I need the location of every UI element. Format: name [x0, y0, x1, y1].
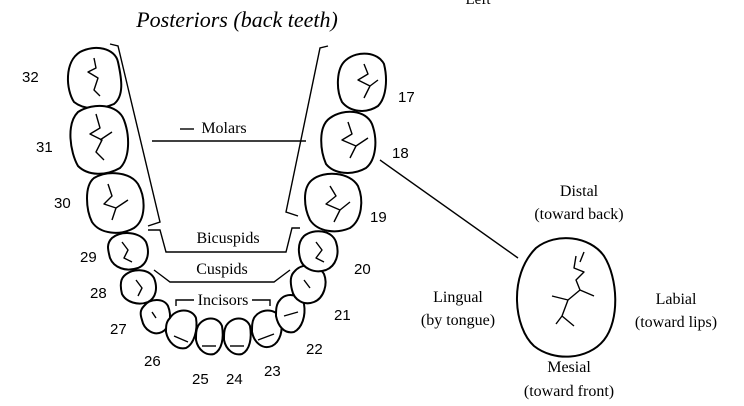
tooth-24	[224, 319, 251, 355]
cuspids-label: Cuspids	[196, 261, 248, 278]
tooth-number-28: 28	[90, 285, 107, 302]
enlarged-tooth	[517, 238, 615, 357]
labial-sub-label: (toward lips)	[635, 314, 717, 331]
tooth-20	[299, 231, 338, 271]
tooth-number-25: 25	[192, 371, 209, 388]
tooth-number-23: 23	[264, 363, 281, 380]
incisors-bracket-left	[176, 300, 194, 306]
molars-label: Molars	[201, 120, 246, 137]
tooth-number-20: 20	[354, 261, 371, 278]
tooth-number-19: 19	[370, 209, 387, 226]
tooth-30	[87, 173, 144, 233]
title: Posteriors (back teeth)	[135, 7, 338, 32]
tooth-31	[70, 106, 128, 174]
tooth-17	[338, 54, 386, 111]
distal-label: Distal	[560, 183, 599, 200]
tooth-28	[121, 270, 156, 303]
tooth-number-32: 32	[22, 69, 39, 86]
tooth-number-24: 24	[226, 371, 243, 388]
tooth-18-leader-line	[380, 160, 518, 258]
distal-sub-label: (toward back)	[534, 206, 623, 223]
tooth-number-26: 26	[144, 353, 161, 370]
title-fragment: Left	[466, 0, 492, 8]
incisors-bracket-right	[252, 300, 270, 306]
incisors-label: Incisors	[198, 292, 249, 309]
tooth-number-21: 21	[334, 307, 351, 324]
lingual-label: Lingual	[433, 289, 483, 306]
tooth-18	[321, 112, 375, 173]
tooth-25	[196, 319, 223, 355]
mesial-label: Mesial	[547, 359, 591, 376]
tooth-number-30: 30	[54, 195, 71, 212]
bicuspids-label: Bicuspids	[196, 230, 259, 247]
tooth-29	[108, 233, 148, 269]
tooth-number-29: 29	[80, 249, 97, 266]
labial-label: Labial	[656, 291, 697, 308]
tooth-number-22: 22	[306, 341, 323, 358]
tooth-number-18: 18	[392, 145, 409, 162]
tooth-number-17: 17	[398, 89, 415, 106]
tooth-26	[166, 311, 197, 349]
tooth-19	[305, 174, 361, 232]
tooth-32	[68, 48, 121, 108]
mesial-sub-label: (toward front)	[524, 383, 614, 400]
tooth-number-31: 31	[36, 139, 53, 156]
lingual-sub-label: (by tongue)	[421, 312, 495, 329]
tooth-number-27: 27	[110, 321, 127, 338]
